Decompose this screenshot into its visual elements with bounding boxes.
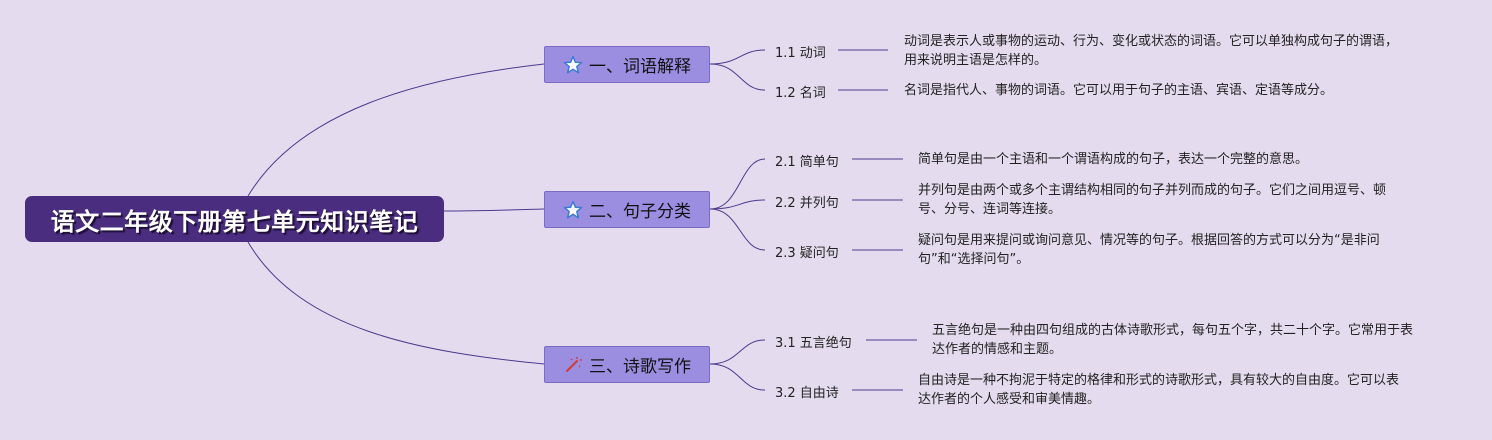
connector-topic-2-sub-1 <box>709 158 766 210</box>
connector-topic-2-sub-2 <box>709 199 766 210</box>
magic-wand-icon <box>563 355 583 375</box>
description-1-2: 名词是指代人、事物的词语。它可以用于句子的主语、宾语、定语等成分。 <box>904 83 1334 98</box>
description-2-2: 并列句是由两个或多个主谓结构相同的句子并列而成的句子。它们之间用逗号、顿号、分号… <box>918 183 1387 217</box>
topic-label: 一、词语解释 <box>589 57 691 77</box>
connector-root-topic-1 <box>247 63 545 197</box>
topic-node-1[interactable]: 一、词语解释 <box>544 46 710 83</box>
topic-node-3[interactable]: 三、诗歌写作 <box>544 346 710 383</box>
subtopic-2-2[interactable]: 2.2 并列句 <box>775 196 839 211</box>
topic-node-2[interactable]: 二、句子分类 <box>544 191 710 228</box>
topic-label: 二、句子分类 <box>589 202 691 222</box>
subtopic-3-1[interactable]: 3.1 五言绝句 <box>775 336 852 351</box>
connector-topic-3-sub-1 <box>709 339 766 365</box>
star-icon <box>563 200 583 220</box>
subtopic-3-2[interactable]: 3.2 自由诗 <box>775 386 839 401</box>
topic-label: 三、诗歌写作 <box>589 357 691 377</box>
root-node[interactable]: 语文二年级下册第七单元知识笔记 <box>25 196 444 242</box>
connector-topic-3-sub-2 <box>709 363 766 391</box>
root-title: 语文二年级下册第七单元知识笔记 <box>50 207 419 236</box>
connector-topic-2-sub-3 <box>709 208 766 251</box>
description-2-1: 简单句是由一个主语和一个谓语构成的句子，表达一个完整的意思。 <box>918 152 1309 167</box>
connector-topic-1-sub-1 <box>709 49 766 65</box>
star-icon <box>563 55 583 75</box>
subtopic-2-3[interactable]: 2.3 疑问句 <box>775 246 839 261</box>
connector-root-topic-3 <box>247 241 545 365</box>
connector-topic-1-sub-2 <box>709 63 766 91</box>
description-3-2: 自由诗是一种不拘泥于特定的格律和形式的诗歌形式，具有较大的自由度。它可以表达作者… <box>918 373 1400 407</box>
description-2-3: 疑问句是用来提问或询问意见、情况等的句子。根据回答的方式可以分为“是非问句”和“… <box>918 233 1380 267</box>
connector-root-topic-2 <box>443 208 545 212</box>
subtopic-1-2[interactable]: 1.2 名词 <box>775 86 826 101</box>
subtopic-2-1[interactable]: 2.1 简单句 <box>775 155 839 170</box>
description-1-1: 动词是表示人或事物的运动、行为、变化或状态的词语。它可以单独构成句子的谓语，用来… <box>904 34 1399 68</box>
subtopic-1-1[interactable]: 1.1 动词 <box>775 46 826 61</box>
description-3-1: 五言绝句是一种由四句组成的古体诗歌形式，每句五个字，共二十个字。它常用于表达作者… <box>932 323 1414 357</box>
